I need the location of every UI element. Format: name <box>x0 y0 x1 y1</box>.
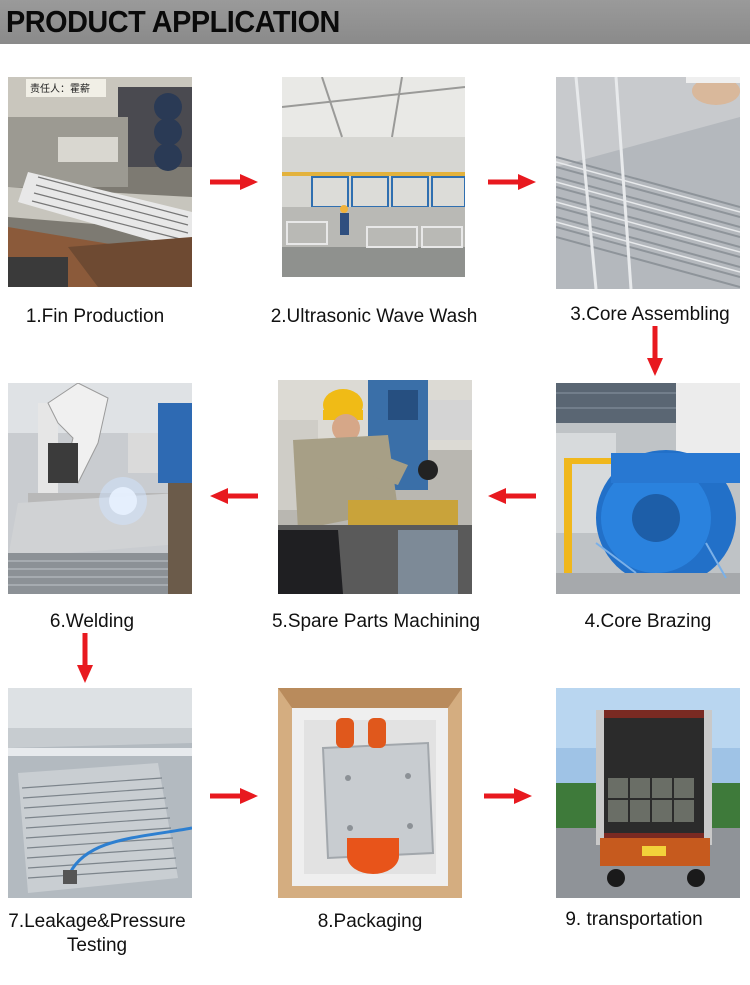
step-caption-2: 2.Ultrasonic Wave Wash <box>270 306 478 327</box>
arrow-left-icon <box>210 488 258 504</box>
photo-packaging <box>278 688 462 898</box>
step-caption-6: 6.Welding <box>49 611 135 632</box>
photo-core-assembling <box>556 77 740 289</box>
arrow-down-icon <box>77 633 93 683</box>
arrow-right-icon <box>210 174 258 190</box>
page-title: PRODUCT APPLICATION <box>6 4 340 39</box>
arrow-down-icon <box>647 326 663 376</box>
photo-core-brazing <box>556 383 740 594</box>
photo-spare-parts-machining <box>278 380 472 594</box>
arrow-left-icon <box>488 488 536 504</box>
photo-transportation <box>556 688 740 898</box>
photo-fin-production: 责任人：霍薪 <box>8 77 192 287</box>
step-caption-5: 5.Spare Parts Machining <box>271 611 481 632</box>
photo-ultrasonic-wash <box>282 77 465 277</box>
step-caption-8: 8.Packaging <box>317 911 423 932</box>
photo-sign-text: 责任人：霍薪 <box>30 82 90 95</box>
step-caption-7-line2: Testing <box>66 935 128 956</box>
arrow-right-icon <box>484 788 532 804</box>
arrow-right-icon <box>488 174 536 190</box>
arrow-right-icon <box>210 788 258 804</box>
step-caption-1: 1.Fin Production <box>25 306 165 327</box>
photo-welding <box>8 383 192 594</box>
step-caption-9: 9. transportation <box>565 909 703 930</box>
step-caption-3: 3.Core Assembling <box>570 304 730 325</box>
photo-leakage-pressure-testing <box>8 688 192 898</box>
step-caption-4: 4.Core Brazing <box>584 611 712 632</box>
step-caption-7: 7.Leakage&Pressure <box>8 911 186 932</box>
header-bar: PRODUCT APPLICATION <box>0 0 750 44</box>
